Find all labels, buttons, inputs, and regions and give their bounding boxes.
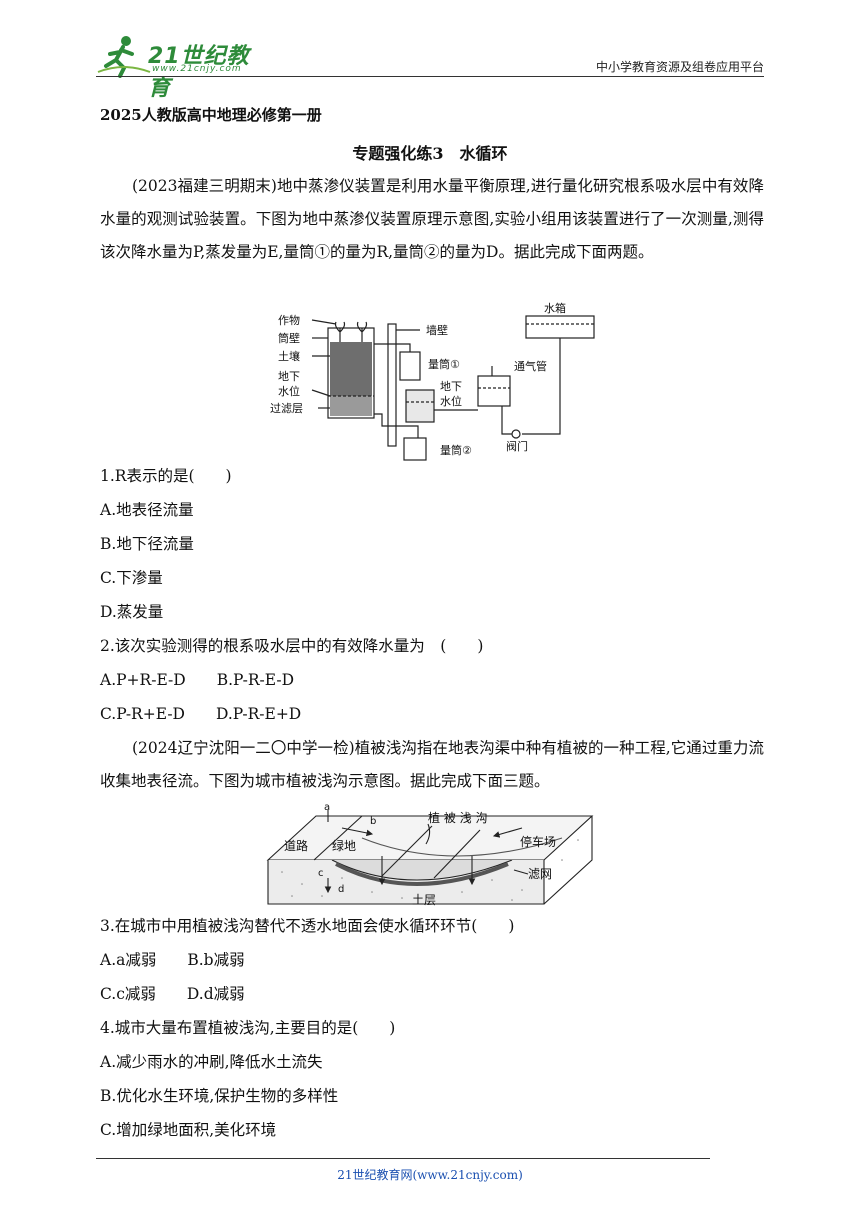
question-2-stem: 2.该次实验测得的根系吸水层中的有效降水量为 ( ) bbox=[100, 637, 484, 655]
question-3-stem: 3.在城市中用植被浅沟替代不透水地面会使水循环环节( ) bbox=[100, 917, 515, 935]
label-wall-2: 墙壁 bbox=[426, 323, 448, 337]
header-divider bbox=[96, 76, 764, 77]
label-parking: 停车场 bbox=[520, 834, 556, 849]
question-1-stem: 1.R表示的是( ) bbox=[100, 467, 232, 485]
label-green: 绿地 bbox=[332, 838, 356, 853]
question-1-option-b: B.地下径流量 bbox=[100, 535, 194, 553]
logo-url: www.21cnjy.com bbox=[152, 64, 242, 74]
runner-icon bbox=[97, 36, 151, 78]
label-groundwater-right-1: 地下 bbox=[440, 380, 462, 393]
label-vent-pipe: 通气管 bbox=[514, 359, 547, 373]
section-title: 专题强化练3 水循环 bbox=[352, 144, 508, 163]
question-3-options-row-2: C.c减弱 D.d减弱 bbox=[100, 985, 245, 1003]
question-4-option-b: B.优化水生环境,保护生物的多样性 bbox=[100, 1087, 339, 1105]
label-groundwater-2: 水位 bbox=[278, 384, 300, 398]
label-c: c bbox=[318, 868, 324, 879]
book-title: 2025人教版高中地理必修第一册 bbox=[100, 106, 322, 124]
label-b: b bbox=[370, 816, 376, 827]
site-logo: 21世纪教育 www.21cnjy.com bbox=[96, 32, 266, 101]
label-d: d bbox=[338, 884, 344, 895]
footer-text: 21世纪教育网(www.21cnjy.com) bbox=[337, 1168, 523, 1182]
question-4-option-c: C.增加绿地面积,美化环境 bbox=[100, 1121, 277, 1139]
question-2-options-row-2: C.P-R+E-D D.P-R-E+D bbox=[100, 705, 302, 723]
label-water-tank: 水箱 bbox=[544, 301, 566, 315]
label-groundwater-1: 地下 bbox=[278, 370, 300, 383]
label-wall: 筒壁 bbox=[278, 331, 300, 345]
platform-name: 中小学教育资源及组卷应用平台 bbox=[595, 60, 764, 74]
logo-text: 21世纪教育 bbox=[148, 44, 250, 101]
intro-paragraph-2: (2024辽宁沈阳一二〇中学一检)植被浅沟指在地表沟渠中种有植被的一种工程,它通… bbox=[100, 739, 764, 790]
intro-paragraph-1: (2023福建三明期末)地中蒸渗仪装置是利用水量平衡原理,进行量化研究根系吸水层… bbox=[100, 177, 764, 261]
footer-divider bbox=[96, 1158, 710, 1159]
label-swale: 植 被 浅 沟 bbox=[428, 810, 487, 825]
question-3-options-row-1: A.a减弱 B.b减弱 bbox=[100, 951, 245, 969]
label-groundwater-right-2: 水位 bbox=[440, 394, 462, 408]
swale-diagram: a b c d 道路 绿地 植 被 浅 沟 停车场 滤网 土层 bbox=[266, 802, 594, 907]
label-mesh: 滤网 bbox=[528, 867, 552, 881]
label-soil: 土壤 bbox=[278, 349, 300, 363]
question-4-stem: 4.城市大量布置植被浅沟,主要目的是( ) bbox=[100, 1019, 396, 1037]
label-a: a bbox=[324, 802, 330, 813]
label-cylinder-2: 量筒② bbox=[440, 443, 472, 457]
question-4-option-a: A.减少雨水的冲刷,降低水土流失 bbox=[100, 1053, 323, 1071]
label-crop: 作物 bbox=[278, 313, 300, 327]
question-1-option-a: A.地表径流量 bbox=[100, 501, 194, 519]
label-cylinder-1: 量筒① bbox=[428, 357, 460, 371]
question-1-option-d: D.蒸发量 bbox=[100, 603, 164, 621]
label-filter: 过滤层 bbox=[270, 402, 303, 415]
label-road: 道路 bbox=[284, 838, 308, 853]
question-1-option-c: C.下渗量 bbox=[100, 569, 163, 587]
question-2-options-row-1: A.P+R-E-D B.P-R-E-D bbox=[100, 671, 295, 689]
lysimeter-diagram: 作物 筒壁 土壤 地下 水位 过滤层 墙壁 量筒① 水箱 通气管 地下 水位 阀… bbox=[270, 301, 595, 461]
label-valve: 阀门 bbox=[506, 439, 528, 453]
label-soil-layer: 土层 bbox=[412, 893, 436, 907]
